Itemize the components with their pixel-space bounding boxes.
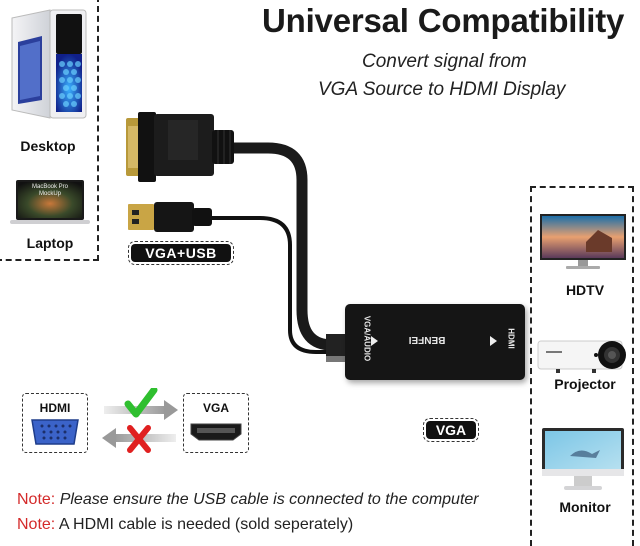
compatibility-arrows	[102, 388, 178, 453]
laptop-icon	[10, 180, 90, 224]
display-devices-panel	[530, 186, 634, 546]
desktop-tower-icon	[11, 9, 87, 119]
compat-box-right: VGA	[183, 393, 249, 453]
subtitle-line-2: VGA Source to HDMI Display	[318, 79, 566, 100]
backward-arrow-icon	[102, 428, 176, 448]
adapter-right-port-label: HDMI	[506, 328, 516, 349]
laptop-screen-text-2: MockUp	[38, 191, 61, 197]
adapter-left-arrow-icon	[371, 336, 378, 346]
device-label-projector: Projector	[554, 376, 616, 392]
input-badge-vga-usb: VGA+USB	[128, 241, 234, 265]
adapter-right-arrow-icon	[490, 336, 497, 346]
device-label-laptop: Laptop	[26, 235, 74, 251]
check-mark-icon	[124, 388, 158, 418]
subtitle-line-1: Convert signal from	[362, 51, 527, 72]
monitor-icon	[542, 428, 624, 490]
compat-box-left: HDMI	[22, 393, 88, 453]
adapter-brand-label: BENFEI	[408, 334, 446, 345]
cross-mark-icon	[127, 425, 151, 453]
note-usb: Note: Please ensure the USB cable is con…	[17, 491, 479, 509]
note-text: Please ensure the USB cable is connected…	[59, 491, 479, 508]
vga-port-icon	[31, 419, 79, 445]
device-label-desktop: Desktop	[20, 138, 76, 154]
compat-left-label: HDMI	[39, 401, 71, 415]
hdtv-icon	[540, 214, 626, 269]
note-hdmi-cable: Note: A HDMI cable is needed (sold seper…	[17, 516, 353, 534]
page-title: Universal Compatibility	[262, 2, 625, 39]
vga-to-hdmi-adapter: VGA/AUDIO BENFEI HDMI	[345, 304, 525, 380]
projector-icon	[537, 340, 626, 373]
source-devices-panel	[0, 0, 99, 261]
compat-right-label: VGA	[202, 401, 229, 415]
hdmi-port-icon	[190, 423, 242, 441]
note-text: A HDMI cable is needed (sold seperately)	[58, 516, 354, 533]
output-badge-vga: VGA	[423, 418, 479, 442]
device-label-hdtv: HDTV	[565, 282, 605, 298]
note-label: Note:	[17, 491, 56, 508]
note-label: Note:	[17, 516, 56, 533]
laptop-screen-text-1: MacBook Pro	[31, 184, 68, 190]
device-label-monitor: Monitor	[559, 499, 611, 515]
